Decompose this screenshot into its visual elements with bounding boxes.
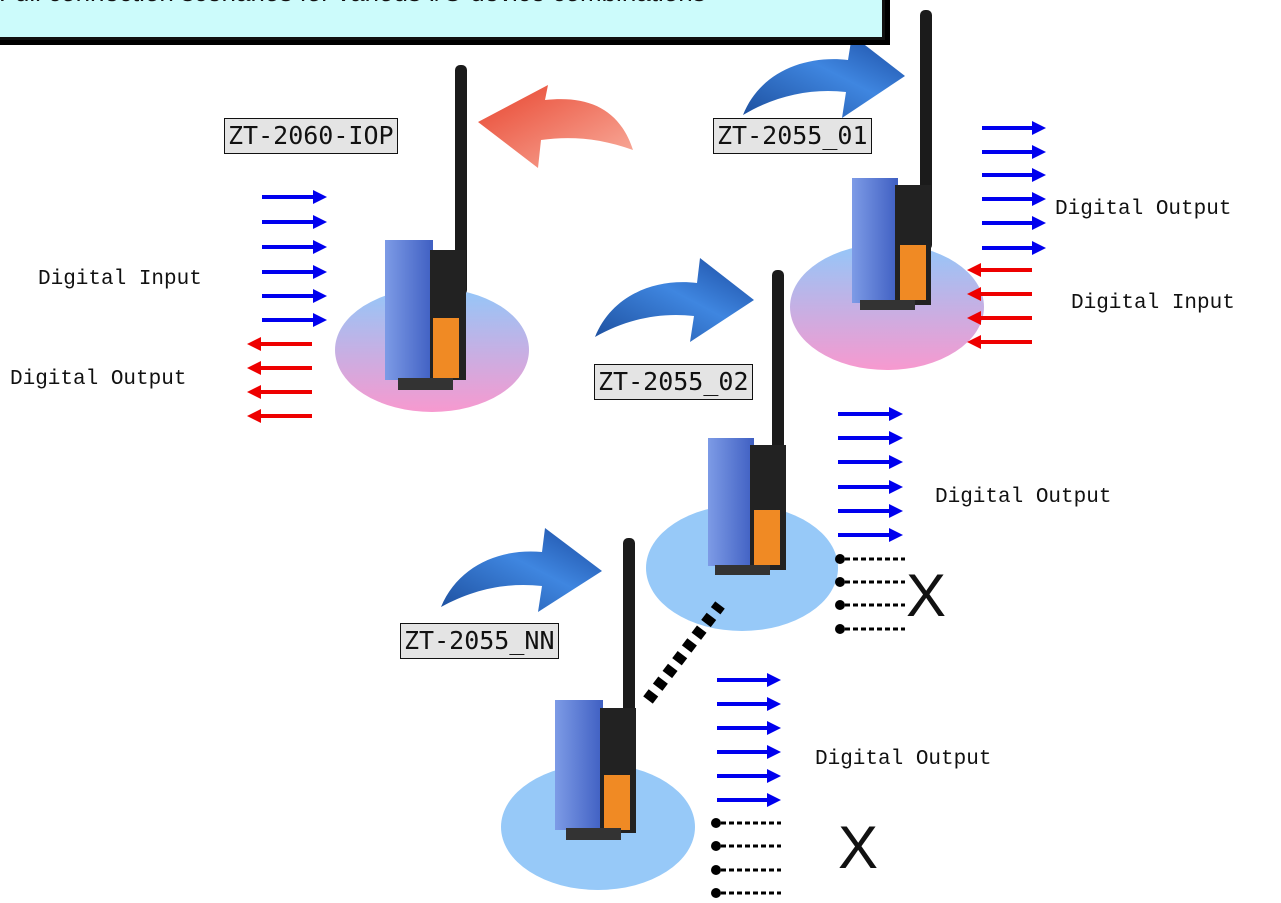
- dnn-output-arrow: [717, 721, 781, 735]
- dnn-output-arrow: [717, 673, 781, 687]
- module-base: [398, 378, 453, 390]
- module-base: [860, 300, 915, 310]
- device-zt-2055-nn: [555, 538, 636, 840]
- curved-arrow-blue-low: [441, 528, 602, 612]
- dnn-unused-channel: [711, 865, 781, 875]
- dnn-unused-channel: [711, 888, 781, 898]
- iop-output-arrow: [247, 361, 312, 375]
- terminal-block: [900, 245, 926, 300]
- d02-output-arrow: [838, 504, 903, 518]
- title-box: Full connection scenarios for various I/…: [0, 0, 885, 40]
- device-label-dnn: ZT-2055_NN: [400, 623, 559, 659]
- d01-input-arrow: [967, 335, 1032, 349]
- device-zt-2055-02: [708, 270, 786, 575]
- terminal-block: [754, 510, 780, 565]
- module-body: [708, 438, 754, 566]
- d02-unused-channel: [835, 577, 905, 587]
- d01-output-label: Digital Output: [1055, 198, 1232, 221]
- module-body: [555, 700, 603, 830]
- dotted-link: [643, 601, 725, 704]
- terminal-block: [433, 318, 459, 378]
- module-base: [566, 828, 621, 840]
- device-label-d01: ZT-2055_01: [713, 118, 872, 154]
- device-label-d02: ZT-2055_02: [594, 364, 753, 400]
- iop-output-arrow: [247, 337, 312, 351]
- d01-input-arrow: [967, 311, 1032, 325]
- d01-output-arrow: [982, 192, 1046, 206]
- d02-output-arrow: [838, 407, 903, 421]
- d02-output-arrow: [838, 431, 903, 445]
- d01-output-arrow: [982, 145, 1046, 159]
- iop-input-arrow: [262, 215, 327, 229]
- dnn-output-arrow: [717, 697, 781, 711]
- iop-input-label: Digital Input: [38, 268, 202, 291]
- iop-output-label: Digital Output: [10, 368, 187, 391]
- d01-output-arrow: [982, 168, 1046, 182]
- iop-input-arrow: [262, 289, 327, 303]
- iop-output-arrow: [247, 409, 312, 423]
- curved-arrow-blue-top: [743, 35, 905, 118]
- dnn-output-arrow: [717, 745, 781, 759]
- d02-unused-channel: [835, 624, 905, 634]
- iop-input-arrow: [262, 313, 327, 327]
- antenna: [455, 65, 467, 295]
- iop-input-arrow: [262, 265, 327, 279]
- device-zt-2055-01: [852, 10, 932, 310]
- iop-input-arrow: [262, 240, 327, 254]
- dnn-unused-mark: X: [838, 814, 879, 881]
- d02-unused-mark: X: [906, 562, 947, 629]
- d02-unused-channel: [835, 600, 905, 610]
- device-label-iop: ZT-2060-IOP: [224, 118, 398, 154]
- dnn-output-arrow: [717, 793, 781, 807]
- d01-output-arrow: [982, 121, 1046, 135]
- terminal-block: [604, 775, 630, 830]
- d02-output-label: Digital Output: [935, 486, 1112, 509]
- d01-output-arrow: [982, 241, 1046, 255]
- d02-unused-channel: [835, 554, 905, 564]
- curved-arrow-blue-mid: [595, 258, 754, 342]
- dnn-unused-channel: [711, 841, 781, 851]
- d01-input-label: Digital Input: [1071, 292, 1235, 315]
- module-body: [852, 178, 898, 303]
- iop-input-arrow: [262, 190, 327, 204]
- d02-output-arrow: [838, 455, 903, 469]
- iop-output-arrow: [247, 385, 312, 399]
- dnn-output-label: Digital Output: [815, 748, 992, 771]
- device-zt-2060-iop: [385, 65, 467, 390]
- d02-output-arrow: [838, 480, 903, 494]
- module-base: [715, 565, 770, 575]
- diagram-title: Full connection scenarios for various I/…: [0, 0, 706, 8]
- d02-output-arrow: [838, 528, 903, 542]
- curved-arrow-red: [478, 85, 633, 168]
- d01-input-arrow: [967, 287, 1032, 301]
- d01-output-arrow: [982, 216, 1046, 230]
- module-body: [385, 240, 433, 380]
- dnn-output-arrow: [717, 769, 781, 783]
- dnn-unused-channel: [711, 818, 781, 828]
- arrow-layer: [247, 121, 1046, 898]
- d01-input-arrow: [967, 263, 1032, 277]
